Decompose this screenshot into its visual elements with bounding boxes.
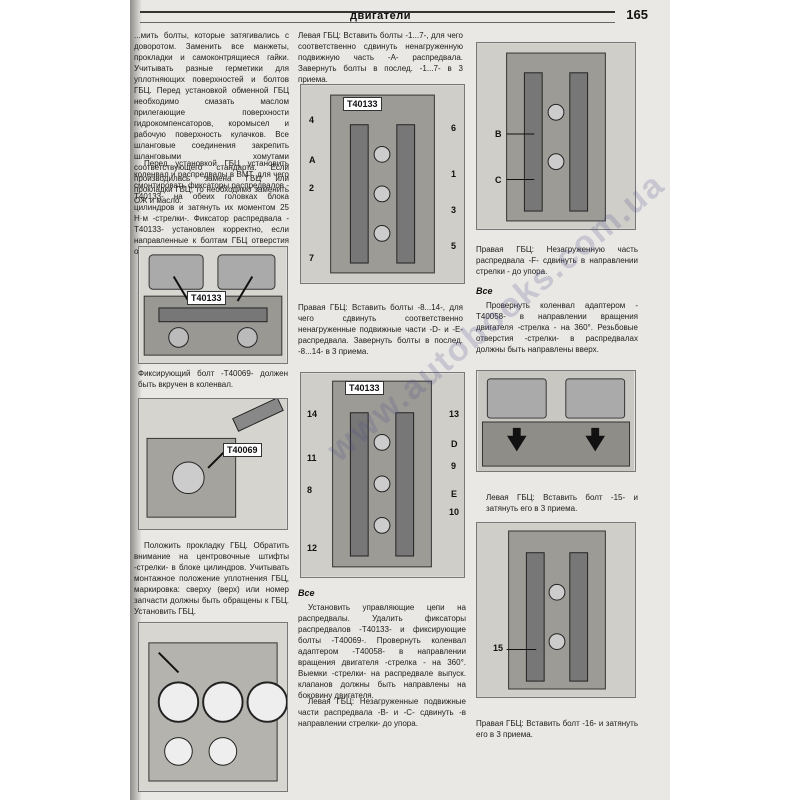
tool-tag-t40069: T40069	[223, 443, 262, 457]
check-paragraph: Провернуть коленвал адаптером -T40058- в…	[476, 301, 638, 354]
bolt-15-illustration	[477, 523, 635, 697]
intro-paragraph: ...мить болты, которые затягивались с до…	[134, 31, 289, 205]
cylinder-block-illustration	[139, 623, 287, 791]
figure-threaded-holes	[476, 370, 636, 472]
caption-crank-bolt: Фиксирующий болт -T40069- должен быть вк…	[138, 369, 288, 389]
figure-head-gasket	[138, 622, 288, 792]
callout-b: B	[495, 129, 502, 139]
caption-bolt-16: Правая ГБЦ: Вставить болт -16- и затянут…	[476, 719, 638, 739]
tool-tag-t40133: T40133	[343, 97, 382, 111]
caption-right-unloaded: Правая ГБЦ: Незагруженную часть распредв…	[476, 245, 638, 276]
figure-right-head-bolt-sequence: T40133 14 13 D 11 9 8 E 10 12	[300, 372, 465, 578]
callout-d: D	[451, 439, 458, 449]
section-title: двигатели	[350, 10, 411, 22]
figure-left-head-bolt-sequence: T40133 4 6 A 1 2 3 5 7	[300, 84, 465, 284]
callout-12: 12	[307, 543, 318, 553]
callout-9: 9	[451, 461, 457, 471]
callout-6: 6	[451, 123, 457, 133]
right-head-illustration	[301, 373, 464, 577]
callout-e: E	[451, 489, 458, 499]
callout-8: 8	[307, 485, 313, 495]
caption-bolt-15: Левая ГБЦ: Вставить болт -15- и затянуть…	[486, 493, 638, 513]
subhead-all-right: Все	[476, 286, 493, 296]
figure-left-head-unloaded-parts: B C	[476, 42, 636, 230]
figure-bolt-15: 15	[476, 522, 636, 698]
crank-bolt-illustration	[139, 399, 287, 529]
callout-15: 15	[493, 643, 504, 653]
threaded-holes-illustration	[477, 371, 635, 471]
second-paragraph: Перед установкой ГБЦ установить коленвал…	[134, 159, 289, 256]
callout-2: 2	[309, 183, 315, 193]
left-head-illustration	[301, 85, 464, 283]
engine-head-illustration	[139, 247, 287, 363]
callout-14: 14	[307, 409, 318, 419]
callout-7: 7	[309, 253, 315, 263]
page-header: двигатели 165	[130, 5, 670, 25]
callout-4: 4	[309, 115, 315, 125]
callout-c: C	[495, 175, 502, 185]
header-rule	[140, 11, 615, 23]
page-number: 165	[626, 7, 648, 22]
left-unloaded-paragraph: Левая ГБЦ: Незагруженные подвижные части…	[298, 697, 466, 728]
caption-left-head-bolts: Левая ГБЦ: Вставить болты -1...7-, для ч…	[298, 31, 463, 84]
figure-crank-locking-bolt: T40069	[138, 398, 288, 530]
callout-1: 1	[451, 169, 457, 179]
callout-5: 5	[451, 241, 457, 251]
callout-a: A	[309, 155, 316, 165]
caption-right-head-bolts: Правая ГБЦ: Вставить болты -8...14-, для…	[298, 303, 463, 356]
callout-10: 10	[449, 507, 460, 517]
subhead-all: Все	[298, 588, 315, 598]
callout-3: 3	[451, 205, 457, 215]
figure-camshaft-locks: T40133	[138, 246, 288, 364]
third-paragraph: Положить прокладку ГБЦ. Обратить внимани…	[134, 541, 289, 616]
book-page: двигатели 165 ...мить болты, которые зат…	[130, 0, 670, 800]
callout-13: 13	[449, 409, 460, 419]
left-head-parts-illustration	[477, 43, 635, 229]
tool-tag-t40133: T40133	[187, 291, 226, 305]
tool-tag-t40133: T40133	[345, 381, 384, 395]
install-chains-paragraph: Установить управляющие цепи на распредва…	[298, 603, 466, 700]
callout-11: 11	[307, 453, 317, 463]
